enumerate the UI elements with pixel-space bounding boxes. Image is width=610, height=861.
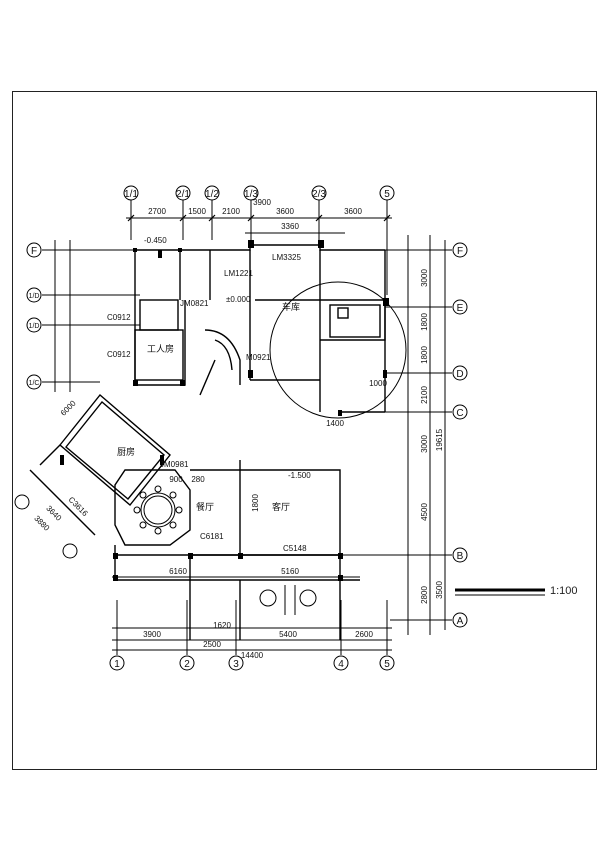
- axis-top-5: 2/3: [312, 189, 326, 200]
- dim-right-1: 3000: [420, 269, 429, 287]
- dim-3360: 3360: [281, 222, 299, 231]
- dim-bottom-1: 3900: [143, 630, 161, 639]
- dim-280: 280: [191, 475, 205, 484]
- axis-top-1: 1/1: [124, 189, 138, 200]
- axis-left-F: F: [31, 246, 37, 257]
- dim-1000: 1000: [369, 379, 387, 388]
- columns: [60, 240, 389, 581]
- level-garage: -0.450: [144, 236, 167, 245]
- tag-c3616: C3616: [67, 495, 90, 518]
- dim-right-total: 19615: [435, 428, 444, 451]
- dim-6160: 6160: [169, 567, 187, 576]
- axis-top-3: 1/2: [205, 189, 219, 200]
- axis-bottom-2: 2: [184, 659, 190, 670]
- dim-top-5: 3600: [344, 207, 362, 216]
- dim-right-6: 4500: [420, 503, 429, 521]
- axis-right-A: A: [457, 616, 464, 627]
- dim-6000: 6000: [59, 398, 78, 417]
- dim-top-3900: 3900: [253, 198, 271, 207]
- tag-c0912-b: C0912: [107, 350, 131, 359]
- dim-right-3: 1800: [420, 346, 429, 364]
- dim-1400: 1400: [326, 419, 344, 428]
- dim-top-2: 1500: [188, 207, 206, 216]
- axis-top-6: 5: [384, 189, 390, 200]
- axis-right-D: D: [456, 369, 463, 380]
- dim-1800: 1800: [251, 494, 260, 512]
- axis-right-E: E: [457, 303, 464, 314]
- dim-top-4: 3600: [276, 207, 294, 216]
- dim-right-5: 3000: [420, 435, 429, 453]
- tag-lm1221: LM1221: [224, 269, 253, 278]
- axis-right-B: B: [457, 551, 464, 562]
- dim-1620: 1620: [213, 621, 231, 630]
- garage-highlight-circle: [269, 281, 407, 419]
- dim-900: 900: [169, 475, 183, 484]
- axis-left-1D-b: 1/D: [29, 323, 40, 330]
- tag-c5148: C5148: [283, 544, 307, 553]
- bottom-axis-lines: [109, 576, 395, 671]
- dim-total: 14400: [241, 651, 264, 660]
- dim-right-7: 2800: [420, 586, 429, 604]
- dim-top-1: 2700: [148, 207, 166, 216]
- axis-left-1D-a: 1/D: [29, 293, 40, 300]
- dim-5160: 5160: [281, 567, 299, 576]
- axis-right-F: F: [457, 246, 463, 257]
- scale-label: 1:100: [550, 585, 578, 597]
- dim-bottom-2: 2500: [203, 640, 221, 649]
- tag-m0921: M0921: [246, 353, 271, 362]
- axis-bottom-1: 1: [114, 659, 120, 670]
- tag-jm0981: JM0981: [160, 460, 189, 469]
- axis-top-4: 1/3: [244, 189, 258, 200]
- axis-left-1C: 1/C: [29, 380, 40, 387]
- dim-bottom-4: 2600: [355, 630, 373, 639]
- dim-3880: 3880: [32, 514, 51, 533]
- dim-3640: 3640: [44, 504, 63, 523]
- dim-right-8: 3500: [435, 581, 444, 599]
- tag-jm0821: JM0821: [180, 299, 209, 308]
- dim-top-3: 2100: [222, 207, 240, 216]
- axis-right-C: C: [456, 408, 463, 419]
- axis-bottom-4: 4: [338, 659, 344, 670]
- axis-bottom-3: 3: [233, 659, 239, 670]
- tag-c0912-a: C0912: [107, 313, 131, 322]
- axis-top-2: 2/1: [176, 189, 190, 200]
- dim-bottom-3: 5400: [279, 630, 297, 639]
- axis-bottom-5: 5: [384, 659, 390, 670]
- tag-lm3325: LM3325: [272, 253, 301, 262]
- drawing-frame: [12, 91, 597, 770]
- top-axis-lines: [123, 185, 395, 295]
- room-kitchen: 厨房: [117, 446, 135, 458]
- room-servant: 工人房: [147, 343, 174, 355]
- room-dining: 餐厅: [196, 501, 214, 513]
- dining-table: [133, 485, 183, 535]
- room-living: 客厅: [272, 501, 290, 513]
- level-living: -1.500: [288, 471, 311, 480]
- level-servant: ±0.000: [226, 295, 251, 304]
- planter-right: [299, 589, 317, 607]
- dim-right-2: 1800: [420, 313, 429, 331]
- tag-c6181: C6181: [200, 532, 224, 541]
- planter-left: [259, 589, 277, 607]
- dim-right-4: 2100: [420, 386, 429, 404]
- room-garage: 车库: [282, 301, 300, 313]
- right-axis-lines: [340, 235, 468, 635]
- left-axis-lines: [14, 240, 180, 559]
